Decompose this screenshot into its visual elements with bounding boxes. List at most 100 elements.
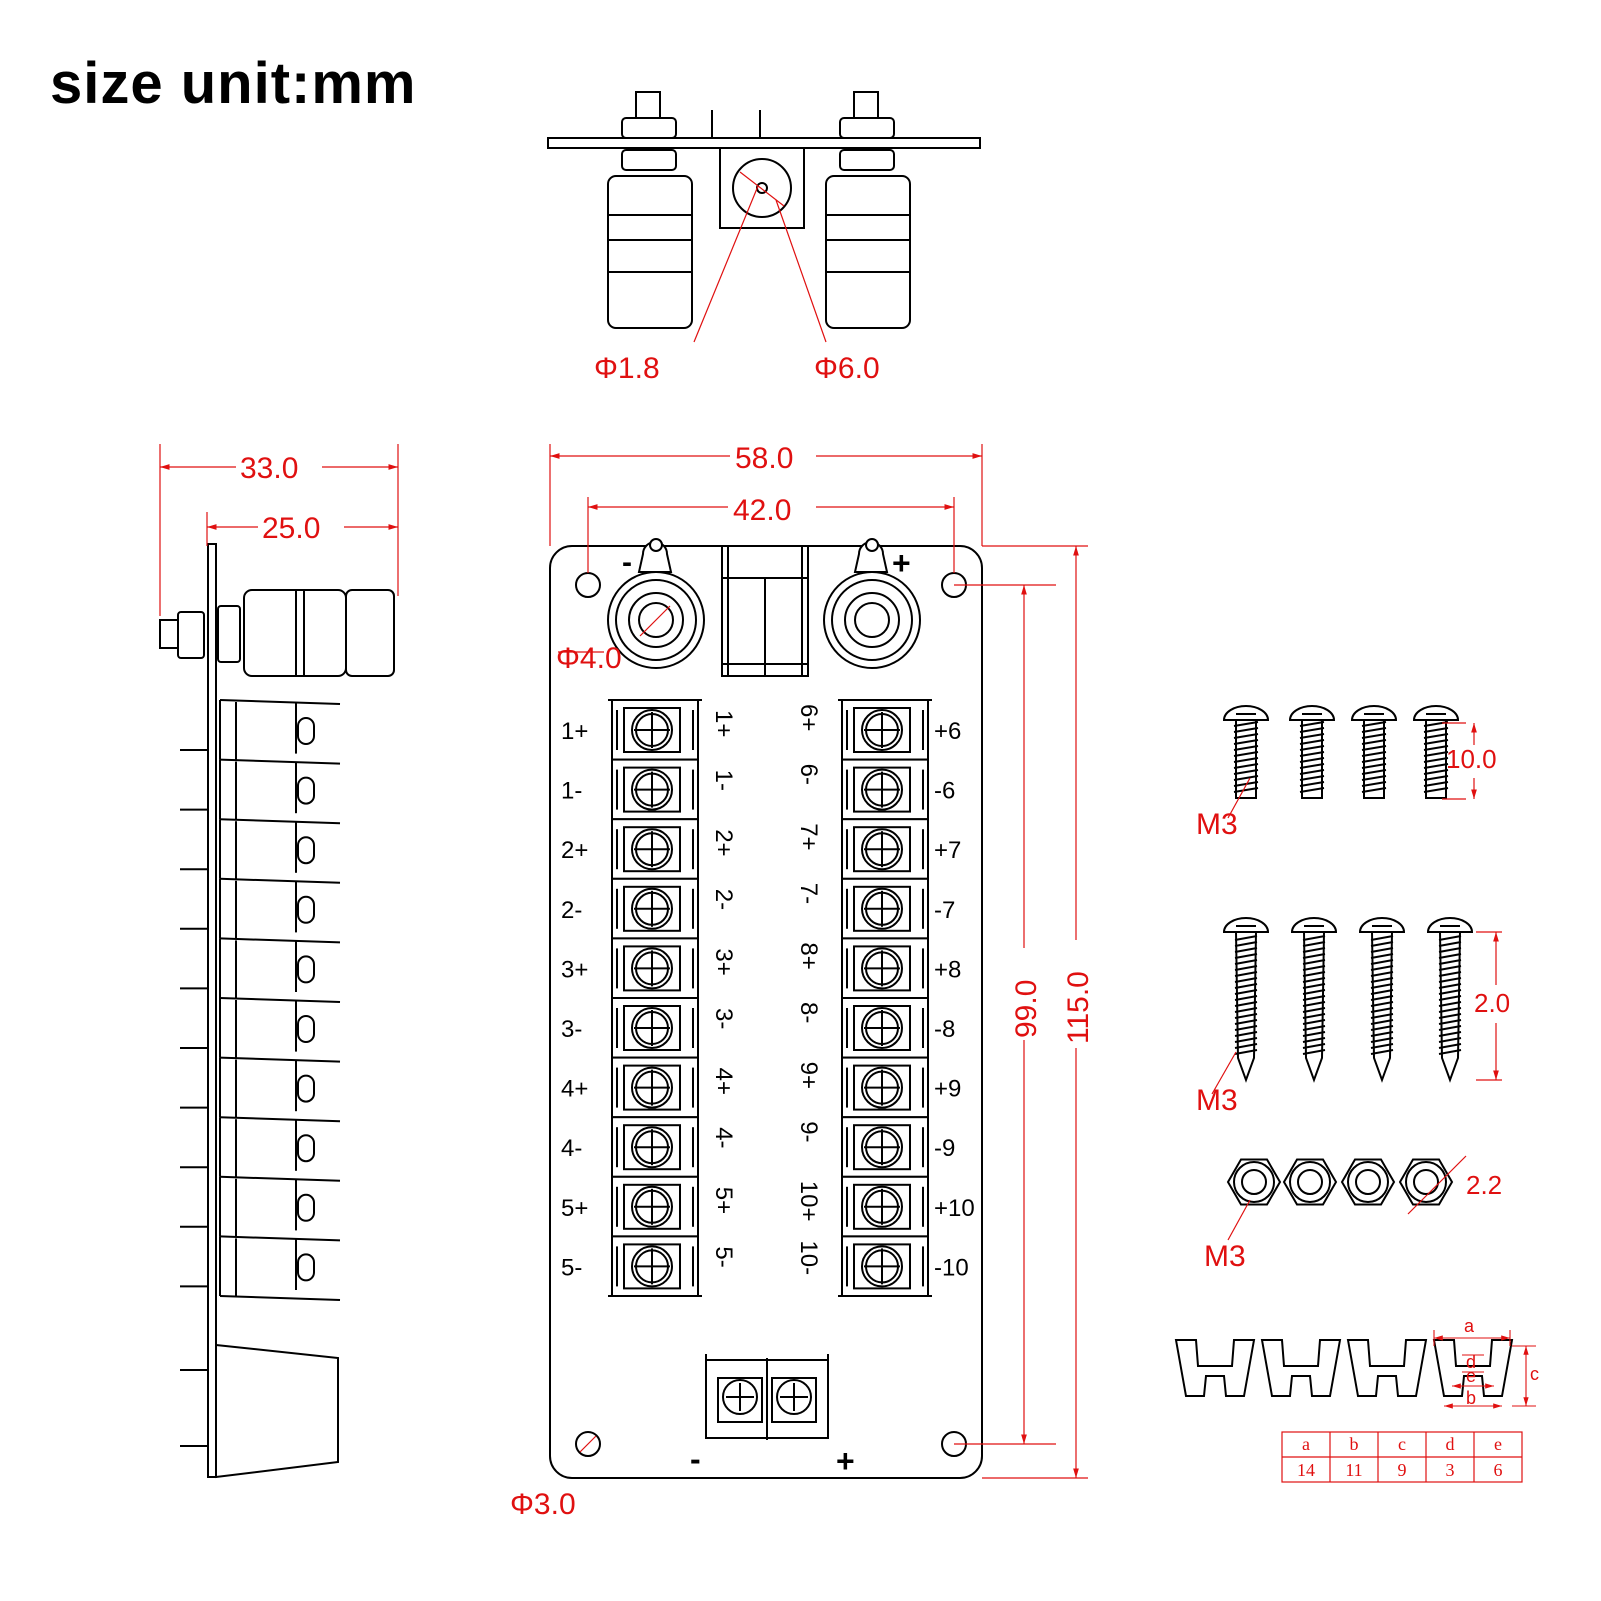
right-inner-label: 10- bbox=[795, 1240, 822, 1275]
hex-nut bbox=[1226, 1158, 1282, 1206]
right-inner-label: 9- bbox=[795, 1121, 822, 1142]
left-inner-label: 4- bbox=[710, 1127, 737, 1148]
short-screws bbox=[1222, 705, 1460, 799]
fin-screw bbox=[297, 955, 315, 984]
long-screw bbox=[1358, 917, 1406, 1083]
dim-width-33: 33.0 bbox=[240, 452, 298, 485]
jumper-letter-b: b bbox=[1466, 1388, 1476, 1408]
table-header: e bbox=[1494, 1434, 1502, 1454]
right-inner-label: 6- bbox=[795, 764, 822, 785]
long-screw-label: M3 bbox=[1196, 1084, 1238, 1117]
left-inner-labels: 1+1-2+2-3+3-4+4-5+5- bbox=[710, 710, 737, 1268]
long-screw-length: 2.0 bbox=[1474, 988, 1510, 1018]
dim-width-25: 25.0 bbox=[262, 512, 320, 545]
jumper-bar bbox=[1174, 1339, 1256, 1397]
left-inner-label: 2- bbox=[710, 889, 737, 910]
side-view bbox=[159, 543, 395, 1479]
page-title: size unit:mm bbox=[50, 51, 417, 116]
front-dim-lines bbox=[549, 444, 1088, 1479]
left-outer-label: 5- bbox=[561, 1254, 582, 1281]
side-dim-lines bbox=[159, 444, 399, 616]
short-screw bbox=[1222, 705, 1270, 799]
top-view bbox=[547, 91, 981, 329]
jumper-dim-lines bbox=[1433, 1330, 1536, 1409]
right-outer-label: -10 bbox=[934, 1254, 969, 1281]
dim-width-42: 42.0 bbox=[733, 494, 791, 527]
right-outer-label: +7 bbox=[934, 837, 961, 864]
right-outer-labels: +6-6+7-7+8-8+9-9+10-10 bbox=[934, 718, 975, 1281]
post-pos-label: + bbox=[892, 545, 911, 581]
left-outer-label: 1- bbox=[561, 778, 582, 805]
fin-screw bbox=[297, 776, 315, 805]
right-inner-label: 6+ bbox=[795, 704, 822, 731]
left-outer-label: 2+ bbox=[561, 837, 588, 864]
left-inner-label: 3+ bbox=[710, 948, 737, 975]
long-screw bbox=[1290, 917, 1338, 1083]
right-inner-label: 8+ bbox=[795, 942, 822, 969]
jumper-bar bbox=[1346, 1339, 1428, 1397]
left-inner-label: 3- bbox=[710, 1008, 737, 1029]
short-screw-length: 10.0 bbox=[1446, 744, 1497, 774]
left-outer-label: 4- bbox=[561, 1135, 582, 1162]
right-outer-label: +10 bbox=[934, 1195, 975, 1222]
terminal-block-right bbox=[838, 699, 932, 1298]
fin-screw bbox=[297, 1015, 315, 1043]
top-view-leaders bbox=[693, 171, 827, 343]
nut-size: 2.2 bbox=[1466, 1170, 1502, 1200]
dim-height-99: 99.0 bbox=[1010, 980, 1043, 1038]
hardware-dim-lines bbox=[1211, 722, 1502, 1241]
right-inner-label: 8- bbox=[795, 1002, 822, 1023]
right-outer-label: +9 bbox=[934, 1076, 961, 1103]
jumper-letter-e: e bbox=[1466, 1366, 1476, 1386]
post-neg-label: - bbox=[622, 546, 632, 579]
left-outer-label: 3- bbox=[561, 1016, 582, 1043]
jumper-letter-d: d bbox=[1466, 1352, 1476, 1372]
left-outer-label: 2- bbox=[561, 897, 582, 924]
hex-nuts bbox=[1226, 1158, 1454, 1206]
bottom-neg-label: - bbox=[690, 1441, 701, 1477]
jumper-letter-a: a bbox=[1464, 1316, 1475, 1336]
short-screw bbox=[1288, 705, 1336, 799]
dim-phi-6-0: Φ6.0 bbox=[814, 352, 880, 385]
short-screw bbox=[1412, 705, 1460, 799]
dim-phi-3-0: Φ3.0 bbox=[510, 1488, 576, 1521]
bottom-pos-label: + bbox=[836, 1443, 855, 1479]
fin-screw bbox=[297, 836, 315, 865]
right-outer-label: +6 bbox=[934, 718, 961, 745]
right-outer-label: -7 bbox=[934, 897, 955, 924]
dim-phi-4-0: Φ4.0 bbox=[556, 642, 622, 675]
jumper-bars bbox=[1174, 1339, 1514, 1397]
right-inner-labels: 6+6-7+7-8+8-9+9-10+10- bbox=[795, 704, 822, 1275]
hex-nut bbox=[1340, 1158, 1396, 1206]
left-inner-label: 5- bbox=[710, 1246, 737, 1267]
short-screw bbox=[1350, 705, 1398, 799]
table-value: 9 bbox=[1398, 1460, 1407, 1480]
fin-screw bbox=[297, 717, 315, 745]
hex-nut bbox=[1282, 1158, 1338, 1206]
table-value: 14 bbox=[1297, 1460, 1315, 1480]
terminal-block-left bbox=[608, 699, 702, 1298]
table-value: 11 bbox=[1345, 1460, 1362, 1480]
jumper-letter-c: c bbox=[1530, 1364, 1539, 1384]
right-outer-label: -9 bbox=[934, 1135, 955, 1162]
left-outer-label: 5+ bbox=[561, 1195, 588, 1222]
table-header: d bbox=[1446, 1434, 1455, 1454]
right-outer-label: -6 bbox=[934, 778, 955, 805]
fin-screw bbox=[297, 1074, 315, 1103]
left-outer-label: 1+ bbox=[561, 718, 588, 745]
left-inner-label: 2+ bbox=[710, 829, 737, 856]
right-outer-label: +8 bbox=[934, 956, 961, 983]
left-inner-label: 1- bbox=[710, 770, 737, 791]
left-outer-label: 4+ bbox=[561, 1076, 588, 1103]
fin-screw bbox=[297, 1134, 315, 1163]
jumper-bar bbox=[1432, 1339, 1514, 1397]
right-inner-label: 7- bbox=[795, 883, 822, 904]
left-inner-label: 1+ bbox=[710, 710, 737, 737]
hex-nut bbox=[1398, 1158, 1454, 1206]
right-inner-label: 10+ bbox=[795, 1181, 822, 1222]
short-screw-label: M3 bbox=[1196, 808, 1238, 841]
dim-height-115: 115.0 bbox=[1062, 971, 1095, 1044]
fin-screw bbox=[297, 895, 315, 924]
